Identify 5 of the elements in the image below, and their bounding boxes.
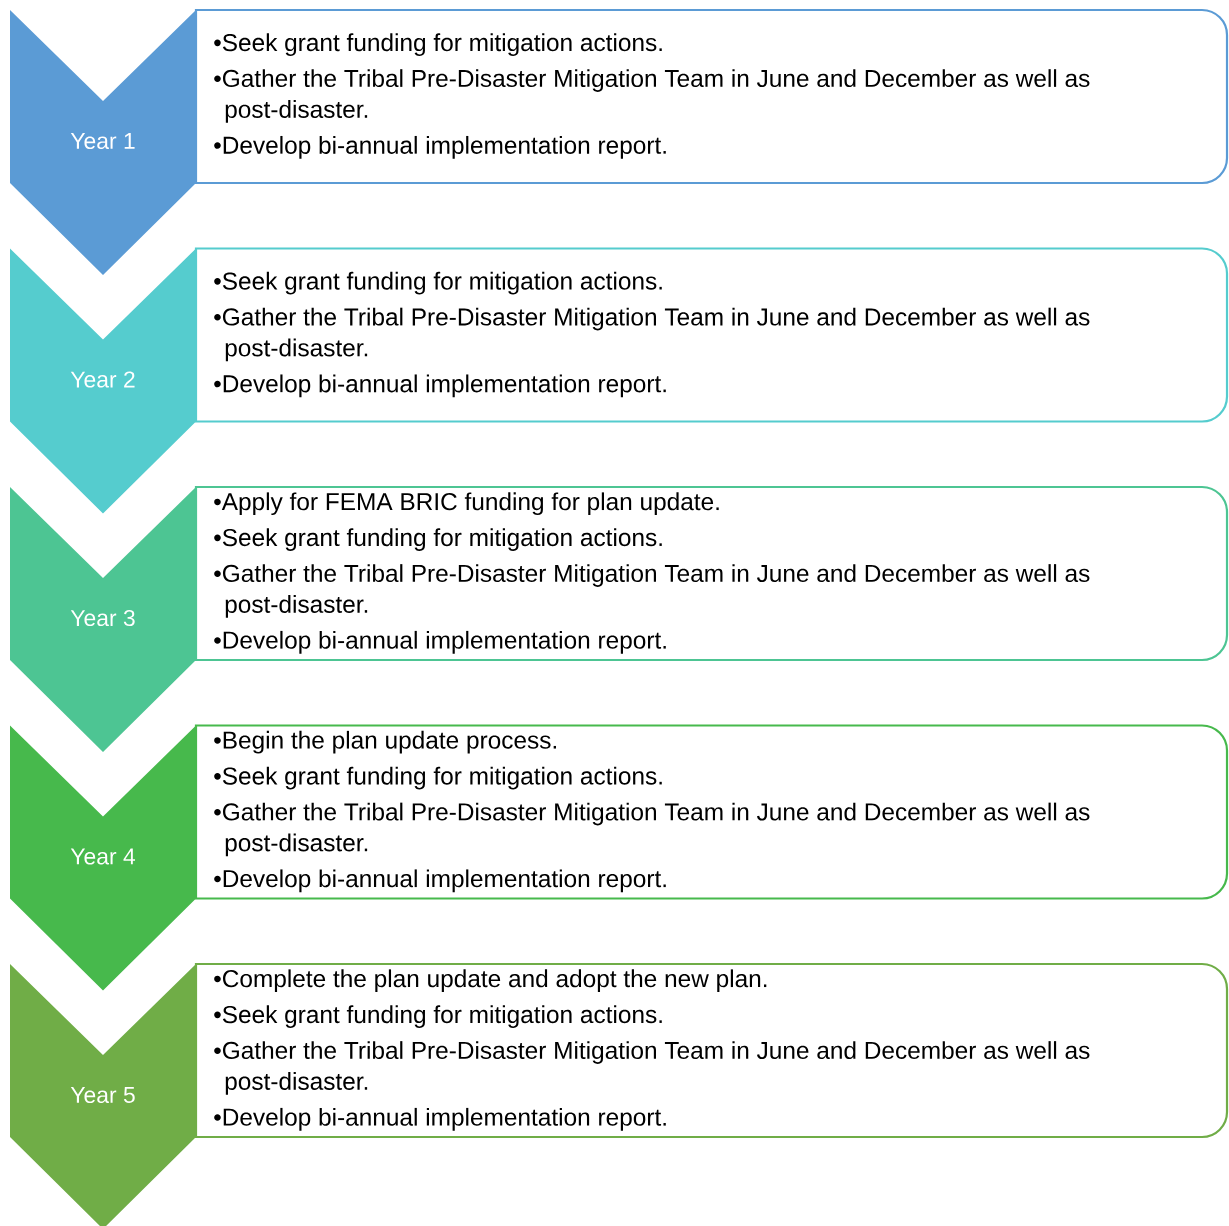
text-box: •Apply for FEMA BRIC funding for plan update. •Seek grant funding for mitigation actions. •Gather the Tribal Pre-Disaster Mitigation Team in June and December as well as post-disaster. •Develop bi-annual implementation report.	[194, 485, 1229, 662]
text-box: •Seek grant funding for mitigation actions. •Gather the Tribal Pre-Disaster Mitigation Team in June and December as well as post-disaster. •Develop bi-annual implementation report.	[194, 247, 1229, 423]
text-box: •Begin the plan update process. •Seek grant funding for mitigation actions. •Gather the Tribal Pre-Disaster Mitigation Team in June and December as well as post-disaster. •Develop bi-annual implementation report.	[194, 724, 1229, 900]
text-box: •Seek grant funding for mitigation actions. •Gather the Tribal Pre-Disaster Mitigation Team in June and December as well as post-disaster. •Develop bi-annual implementation report.	[194, 8, 1229, 185]
text-box: •Complete the plan update and adopt the new plan. •Seek grant funding for mitigation actions. •Gather the Tribal Pre-Disaster Mitigation Team in June and December as well as post-disaster. •Develop bi-annual implementation report.	[194, 962, 1229, 1139]
